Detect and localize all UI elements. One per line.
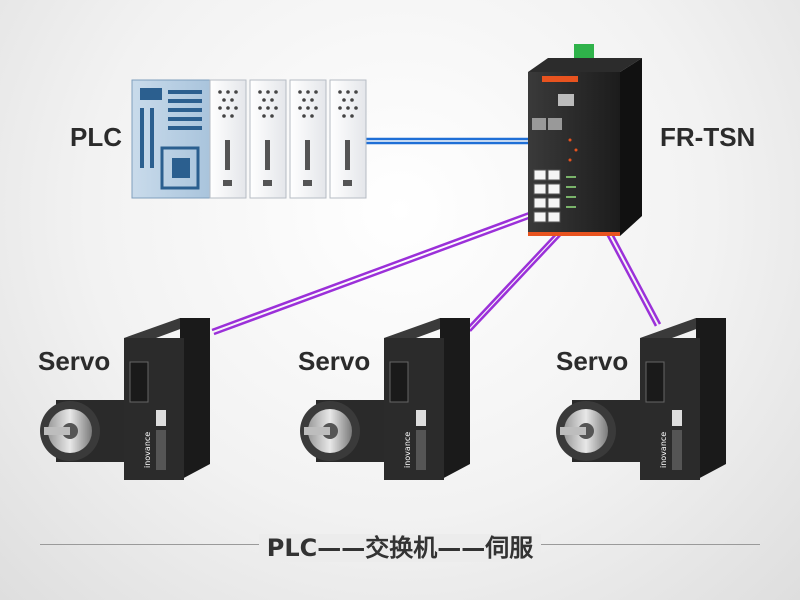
svg-text:inovance: inovance <box>403 432 412 468</box>
servo-drive: inovance <box>640 318 726 480</box>
io-module <box>289 79 327 199</box>
servo-label-1: Servo <box>38 346 111 376</box>
ethernet-ports <box>533 169 561 223</box>
servo-link-3 <box>604 229 662 327</box>
io-module <box>329 79 367 199</box>
servo-device: inovance <box>300 318 470 480</box>
servo-device: inovance <box>40 318 210 480</box>
servo-link-1 <box>211 210 535 336</box>
plc-link <box>366 137 528 145</box>
servo-label-2: Servo <box>298 346 371 376</box>
io-module <box>209 79 247 199</box>
tsn-switch-device <box>528 44 642 236</box>
diagram-caption: PLC——交换机——伺服 <box>0 528 800 563</box>
plc-label: PLC <box>70 122 122 152</box>
servo-motor <box>40 400 126 462</box>
servo-device: inovance <box>556 318 726 480</box>
servo-motor <box>556 400 642 462</box>
plc-device <box>131 79 367 199</box>
servo-drive: inovance <box>384 318 470 480</box>
servo-motor <box>300 400 386 462</box>
servo-label-3: Servo <box>556 346 629 376</box>
brand-logo <box>542 76 578 82</box>
switch-label: FR-TSN <box>660 122 756 152</box>
terminal-connector <box>574 44 594 58</box>
caption-text: PLC——交换机——伺服 <box>258 534 542 562</box>
servo-drive: inovance <box>124 318 210 480</box>
svg-text:inovance: inovance <box>659 432 668 468</box>
svg-text:inovance: inovance <box>143 432 152 468</box>
servo-link-2 <box>465 229 565 332</box>
io-module <box>249 79 287 199</box>
